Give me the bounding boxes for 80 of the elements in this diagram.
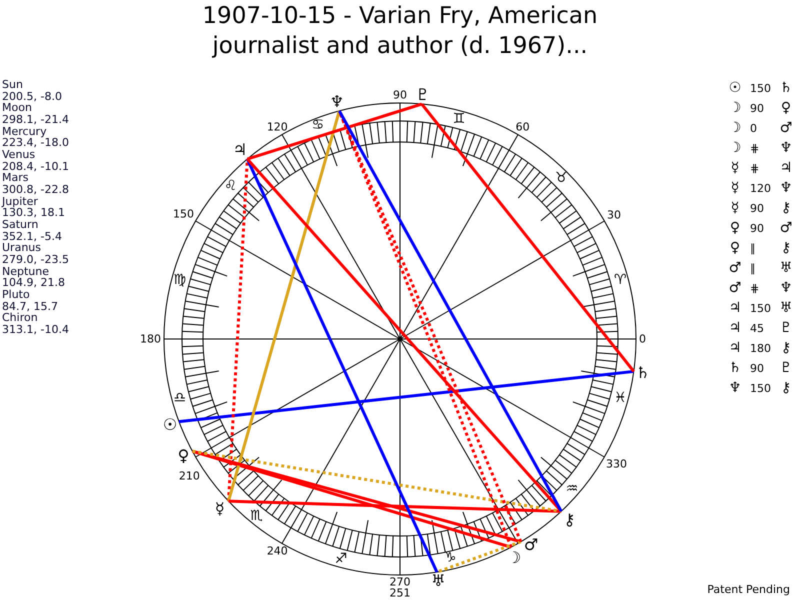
chart-title: 1907-10-15 - Varian Fry, American journalist and author (d. 1967)... (201, 2, 599, 61)
planet-symbol: ♂ (780, 121, 792, 135)
aspect-value: 120 (750, 182, 771, 194)
planet-symbol: ♆ (780, 141, 792, 155)
planet-symbol: ♄ (780, 81, 792, 95)
planet-symbol: ♃ (780, 161, 792, 175)
planet-symbol: ♀ (730, 221, 740, 235)
coordinates-text: 104.9, 21.8 (2, 277, 65, 290)
coordinates-text: 208.4, -10.1 (2, 160, 69, 172)
aspect-value: 90 (750, 362, 764, 374)
planet-symbol: ♃ (728, 341, 742, 355)
planet-name: Mercury (2, 126, 47, 138)
planet-symbol: ☽ (728, 141, 742, 155)
planet-symbol: ⚷ (780, 381, 792, 395)
degree-value: 251 (390, 587, 410, 598)
planet-symbol: ☽ (728, 121, 742, 135)
planet-name: Mars (2, 172, 28, 184)
coordinates-text: 300.8, -22.8 (2, 184, 69, 196)
degree-label: 270 (390, 576, 410, 587)
planet-symbol: ♇ (780, 361, 792, 375)
planet-name: Sun (2, 79, 23, 91)
planet-name: Saturn (2, 219, 38, 231)
planet-name: Jupiter (2, 196, 38, 208)
footer-note: Patent Pending (707, 584, 790, 596)
coordinates-text: 200.5, -8.0 (2, 90, 62, 102)
aspect-value: 45 (750, 322, 764, 334)
coordinates-text: 313.1, -10.4 (2, 324, 69, 336)
planet-symbol: ♀ (730, 241, 740, 255)
degree-label: 0 (639, 334, 646, 344)
planet-symbol: ☿ (730, 201, 740, 215)
degree-label: 90 (393, 89, 407, 100)
aspect-value: ⋕ (750, 282, 760, 294)
planet-symbol: ⚷ (780, 341, 792, 355)
aspect-value: 180 (750, 342, 771, 354)
aspect-value: ∥ (750, 262, 756, 274)
planet-symbol: ♇ (414, 87, 431, 103)
aspect-value: 90 (750, 222, 764, 234)
aspect-value: ∥ (750, 242, 756, 254)
coordinates-text: 279.0, -23.5 (2, 254, 69, 266)
planet-symbol: ☉ (728, 81, 742, 95)
aspect-value: ⋕ (750, 162, 760, 174)
planet-symbol: ♃ (728, 321, 742, 335)
planet-symbol: ⚷ (780, 201, 792, 215)
planet-name: Neptune (2, 266, 50, 278)
planet-symbol: ♇ (780, 321, 792, 335)
planet-symbol: ☿ (730, 161, 740, 175)
planet-symbol: ♆ (780, 281, 792, 295)
planet-name: Uranus (2, 242, 41, 254)
aspect-value: 150 (750, 302, 771, 314)
planet-symbol: ♄ (634, 364, 651, 381)
planet-symbol: ♀ (780, 101, 792, 115)
coordinates-text: 352.1, -5.4 (2, 230, 62, 242)
aspect-value: 150 (750, 82, 771, 94)
planet-name: Chiron (2, 312, 38, 324)
planet-symbol: ♅ (780, 261, 792, 275)
aspect-value: 0 (750, 122, 757, 134)
planet-name: Venus (2, 149, 36, 161)
planet-symbol: ♄ (728, 361, 742, 375)
planet-symbol: ♂ (780, 221, 792, 235)
degree-label: 180 (140, 334, 161, 344)
planet-symbol: ♃ (728, 301, 742, 315)
planet-symbol: ♆ (780, 181, 792, 195)
coordinates-text: 223.4, -18.0 (2, 137, 69, 150)
planet-symbol: ☽ (728, 101, 742, 115)
planet-name: Moon (2, 102, 32, 114)
coordinates-text: 84.7, 15.7 (2, 300, 58, 312)
planet-symbol: ♂ (728, 281, 742, 295)
planet-symbol: ♆ (728, 381, 742, 395)
planet-symbol: ♅ (780, 301, 792, 315)
aspect-value: 90 (750, 202, 764, 214)
coordinates-text: 298.1, -21.4 (2, 114, 69, 126)
aspect-value: 150 (750, 382, 771, 394)
aspect-value: ⋕ (750, 142, 760, 154)
planet-symbol: ♂ (728, 261, 742, 275)
planet-symbol: ☿ (730, 181, 740, 195)
coordinates-text: 130.3, 18.1 (2, 207, 65, 220)
planet-symbol: ⚷ (780, 241, 792, 255)
planet-name: Pluto (2, 289, 30, 301)
aspect-value: 90 (750, 102, 764, 114)
planet-symbol: ♅ (430, 573, 446, 590)
